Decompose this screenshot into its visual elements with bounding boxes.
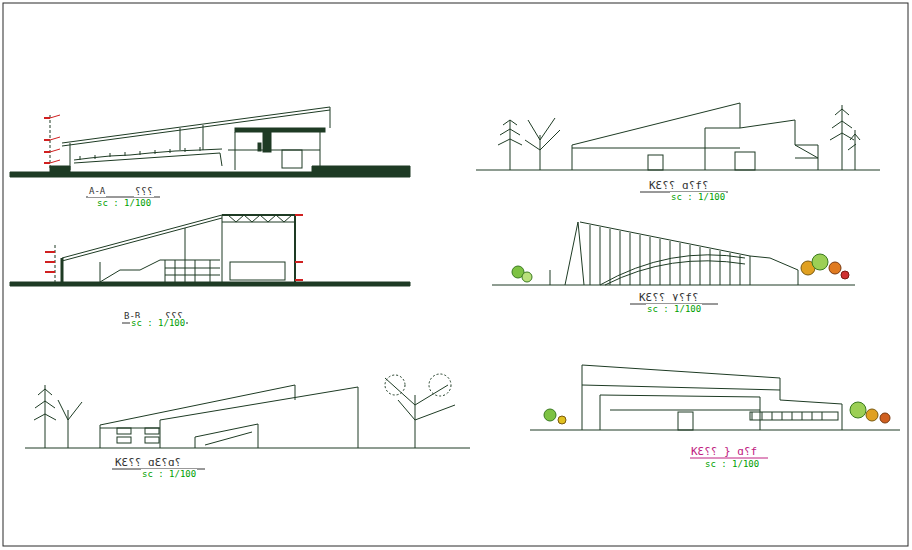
section-b-b bbox=[10, 215, 410, 286]
scale-note: sc : 1/100 bbox=[704, 459, 760, 470]
scale-note: sc : 1/100 bbox=[96, 198, 152, 209]
elevation-title: KƐ؟؟ ɑ؟f؟ bbox=[648, 180, 710, 191]
title-underlines bbox=[86, 192, 768, 469]
section-name: A-A bbox=[88, 186, 106, 197]
elevation-4 bbox=[530, 365, 900, 430]
scale-note: sc : 1/100 bbox=[670, 192, 726, 203]
scale-note: sc : 1/100 bbox=[141, 469, 197, 480]
scale-note: sc : 1/100 bbox=[130, 318, 186, 329]
elevation-3 bbox=[25, 374, 470, 448]
elevation-2 bbox=[492, 222, 855, 285]
elevation-title: KƐ؟؟ } ɑ؟f bbox=[690, 446, 758, 457]
elevation-1 bbox=[476, 103, 880, 170]
elevation-title: KƐ؟؟ ɑƐ؟ɑ؟ bbox=[114, 457, 182, 468]
elevation-title: KƐ؟؟ ٧؟f؟ bbox=[638, 292, 700, 303]
section-a-a bbox=[10, 107, 410, 177]
scale-note: sc : 1/100 bbox=[646, 304, 702, 315]
section-title: ؟؟؟ bbox=[134, 186, 154, 197]
